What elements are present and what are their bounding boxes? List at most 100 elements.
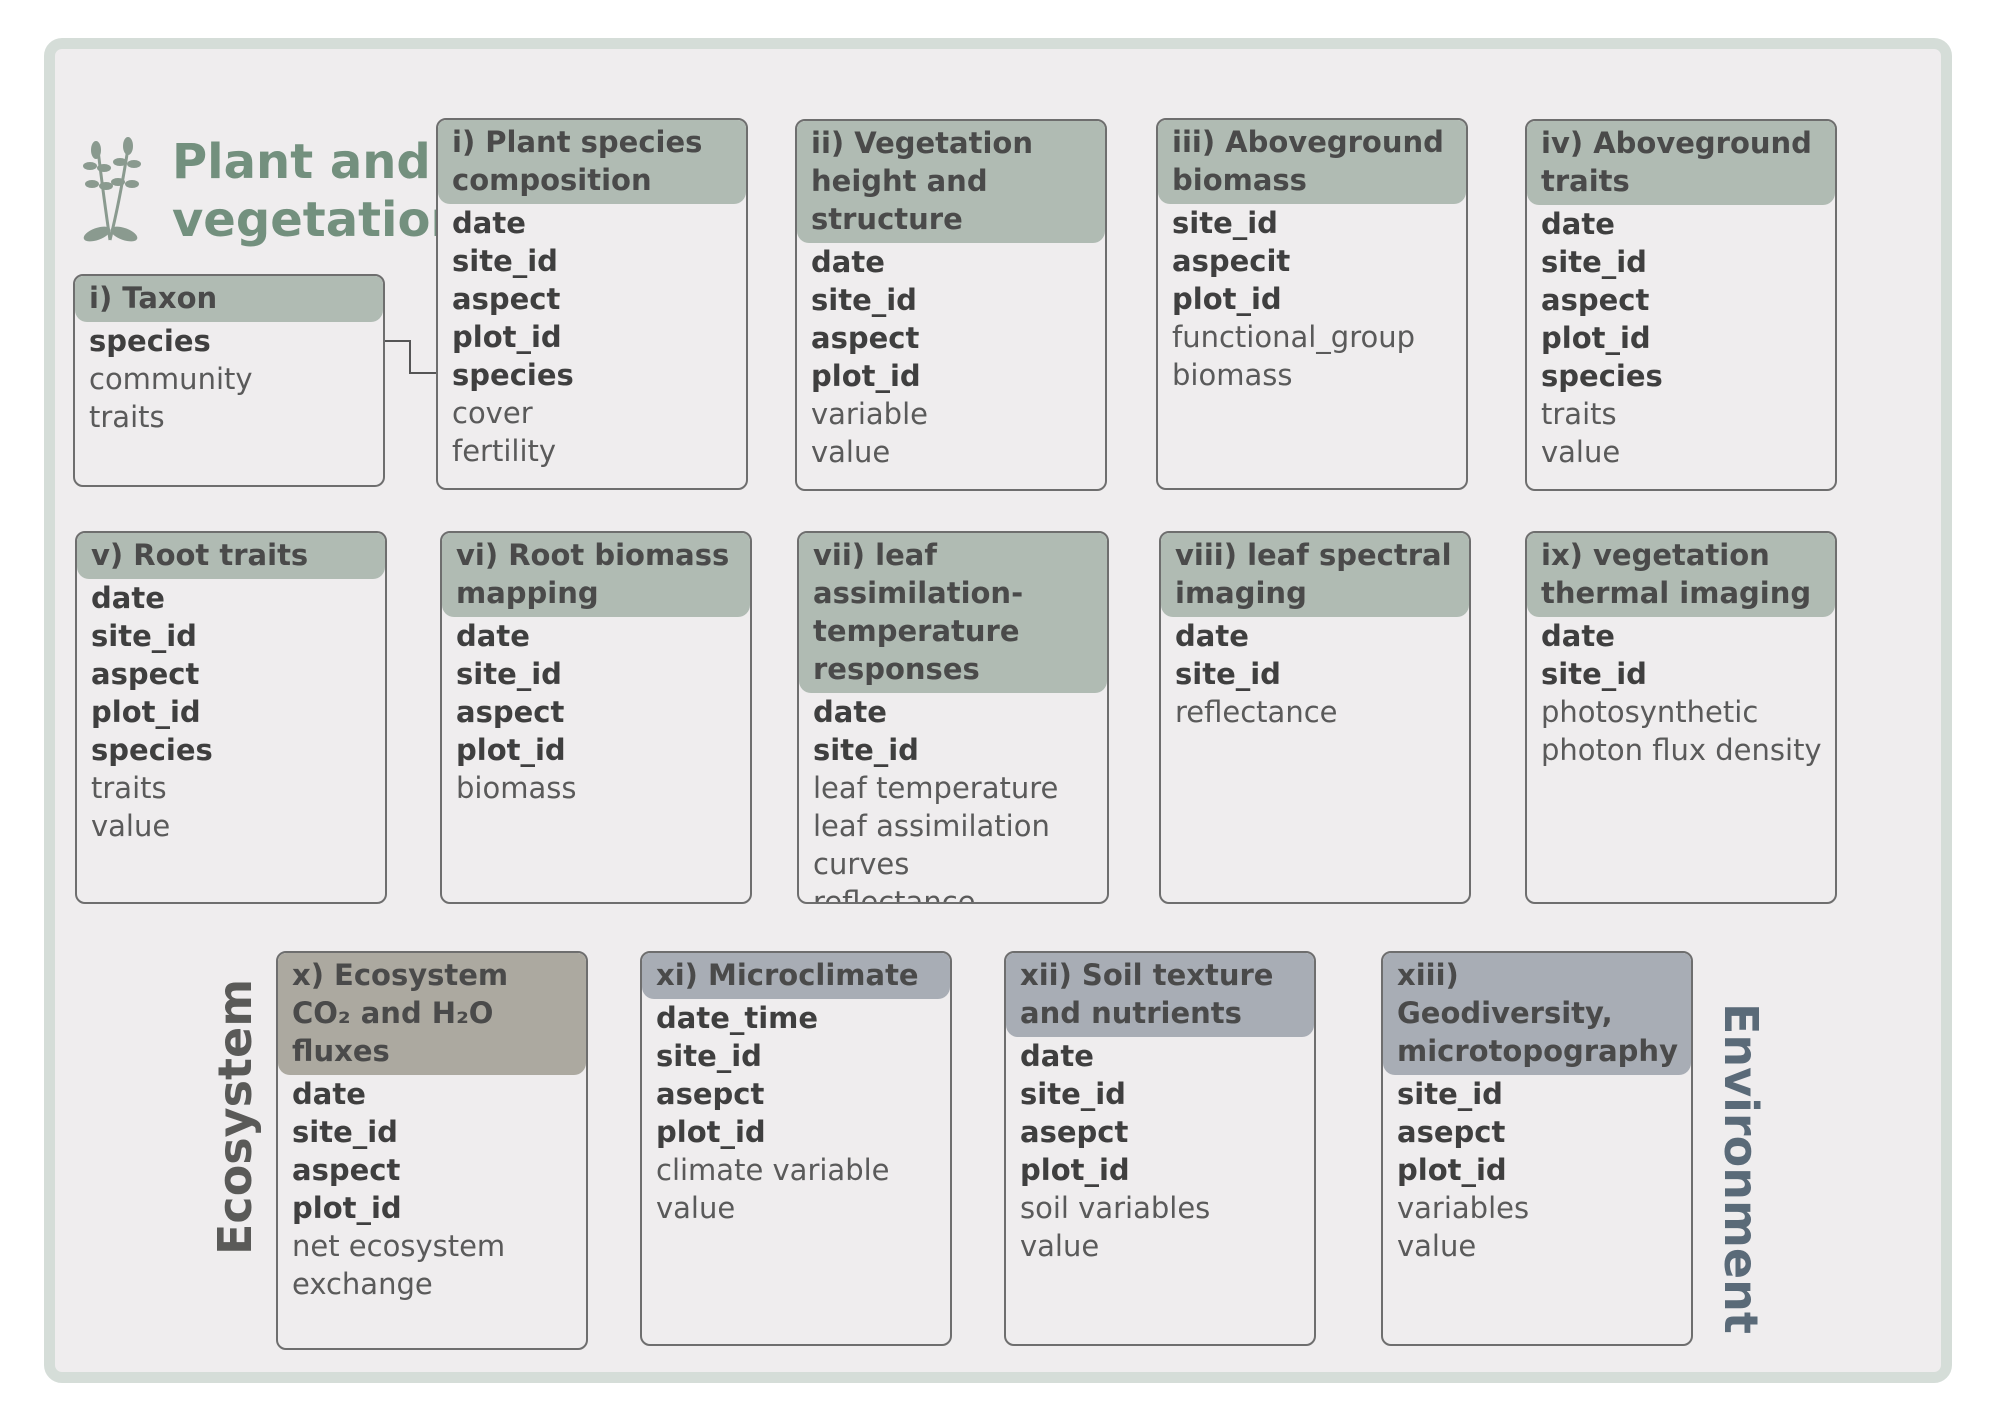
field-site-id: site_id: [456, 657, 562, 691]
field-value: value: [656, 1191, 736, 1225]
field-traits: traits: [91, 771, 167, 805]
field-site-id: site_id: [1172, 206, 1278, 240]
field-species: species: [91, 733, 213, 767]
ecosystem-label: Ecosystem: [208, 978, 262, 1255]
field-date: date: [452, 206, 526, 240]
plant-vegetation-title: Plant and vegetation: [172, 133, 465, 249]
field-photosynthetic: photosynthetic: [1541, 695, 1759, 729]
table-title: iv) Aboveground traits: [1527, 121, 1835, 205]
field-site-id: site_id: [1541, 657, 1647, 691]
environment-label: Environment: [1714, 1003, 1768, 1334]
field-plot-id: plot_id: [91, 695, 201, 729]
table-title: viii) leaf spectral imaging: [1161, 533, 1469, 617]
field-species: species: [1541, 359, 1663, 393]
field-date: date: [811, 245, 885, 279]
field-variables: variables: [1397, 1191, 1530, 1225]
field-asepct: asepct: [1020, 1115, 1129, 1149]
field-species: species: [89, 324, 211, 358]
table-title: vii) leaf assimilation-temperature respo…: [799, 533, 1107, 693]
table-title: xii) Soil texture and nutrients: [1006, 953, 1314, 1037]
field-date: date: [813, 695, 887, 729]
field-site-id: site_id: [1020, 1077, 1126, 1111]
field-site-id: site_id: [1175, 657, 1281, 691]
field-plot-id: plot_id: [656, 1115, 766, 1149]
field-community: community: [89, 362, 253, 396]
field-net-ecosystem: net ecosystem: [292, 1229, 506, 1263]
table-title: ii) Vegetation height and structure: [797, 121, 1105, 243]
field-aspect: aspect: [1541, 283, 1650, 317]
field-date: date: [456, 619, 530, 653]
field-plot-id: plot_id: [456, 733, 566, 767]
field-plot-id: plot_id: [811, 359, 921, 393]
field-exchange: exchange: [292, 1267, 433, 1301]
table-card-leaf-assimilation: vii) leaf assimilation-temperature respo…: [797, 531, 1109, 904]
table-title: xiii) Geodiversity, microtopography: [1383, 953, 1691, 1075]
field-cover: cover: [452, 396, 533, 430]
field-plot-id: plot_id: [1020, 1153, 1130, 1187]
field-value: value: [1397, 1229, 1477, 1263]
field-fertility: fertility: [452, 434, 557, 468]
field-date: date: [1541, 207, 1615, 241]
field-site-id: site_id: [656, 1039, 762, 1073]
field-plot-id: plot_id: [1397, 1153, 1507, 1187]
field-photon-flux-density: photon flux density: [1541, 733, 1822, 767]
field-plot-id: plot_id: [452, 320, 562, 354]
field-plot-id: plot_id: [292, 1191, 402, 1225]
field-climate-variable: climate variable: [656, 1153, 890, 1187]
field-value: value: [1541, 435, 1621, 469]
field-site-id: site_id: [292, 1115, 398, 1149]
field-value: value: [91, 809, 171, 843]
field-site-id: site_id: [91, 619, 197, 653]
table-title: i) Taxon: [75, 276, 383, 322]
field-aspect: aspect: [456, 695, 565, 729]
field-date: date: [1020, 1039, 1094, 1073]
field-aspect: aspect: [811, 321, 920, 355]
table-fields: date site_id reflectance: [1161, 617, 1469, 731]
field-aspect: aspect: [91, 657, 200, 691]
field-traits: traits: [1541, 397, 1617, 431]
field-site-id: site_id: [1397, 1077, 1503, 1111]
table-title: iii) Aboveground biomass: [1158, 120, 1466, 204]
plant-title-line1: Plant and: [172, 134, 431, 190]
table-title: vi) Root biomass mapping: [442, 533, 750, 617]
table-title: x) Ecosystem CO₂ and H₂O fluxes: [278, 953, 586, 1075]
field-leaf-temperature: leaf temperature: [813, 771, 1059, 805]
field-reflectance: reflectance: [813, 885, 976, 904]
plant-title-line2: vegetation: [172, 192, 465, 248]
field-asepct: asepct: [656, 1077, 765, 1111]
field-aspecit: aspecit: [1172, 244, 1291, 278]
field-date: date: [292, 1077, 366, 1111]
table-card-vegetation-height: ii) Vegetation height and structure date…: [795, 119, 1107, 491]
field-date-time: date_time: [656, 1001, 819, 1035]
field-site-id: site_id: [813, 733, 919, 767]
field-leaf-assimilation: leaf assimilation: [813, 809, 1050, 843]
field-plot-id: plot_id: [1541, 321, 1651, 355]
field-value: value: [811, 435, 891, 469]
field-site-id: site_id: [452, 244, 558, 278]
field-curves: curves: [813, 847, 910, 881]
table-title: v) Root traits: [77, 533, 385, 579]
field-reflectance: reflectance: [1175, 695, 1338, 729]
field-aspect: aspect: [292, 1153, 401, 1187]
field-date: date: [1175, 619, 1249, 653]
